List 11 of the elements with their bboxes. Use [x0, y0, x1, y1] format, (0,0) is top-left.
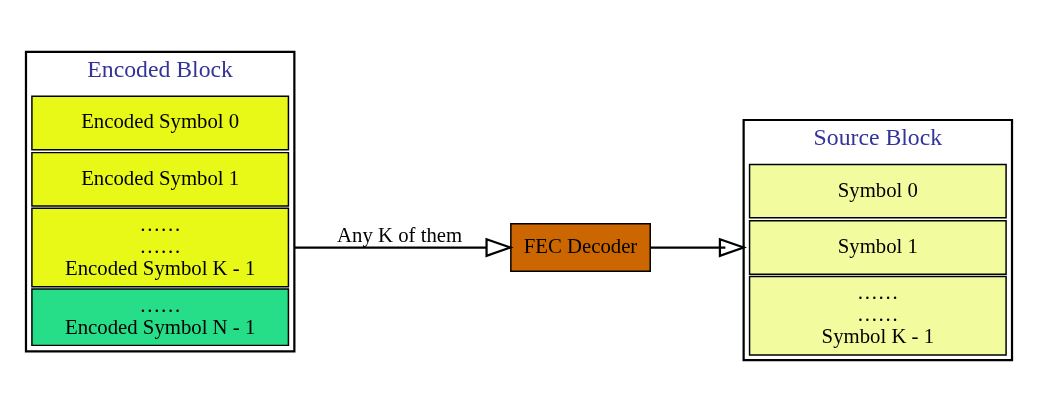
- node-box: …… …… Encoded Symbol K - 1: [31, 207, 290, 288]
- node-box: …… Encoded Symbol N - 1: [31, 287, 290, 346]
- edge-label: Any K of them: [337, 223, 463, 246]
- node-box: Symbol 0: [748, 163, 1007, 219]
- node-box: FEC Decoder: [510, 222, 651, 272]
- arrow: [650, 237, 747, 257]
- node-box: Encoded Symbol 1: [31, 151, 290, 207]
- node-box: …… …… Symbol K - 1: [748, 275, 1007, 356]
- arrow: [294, 237, 514, 257]
- node-box: Encoded Symbol 0: [31, 95, 290, 150]
- node-box: Symbol 1: [748, 219, 1007, 275]
